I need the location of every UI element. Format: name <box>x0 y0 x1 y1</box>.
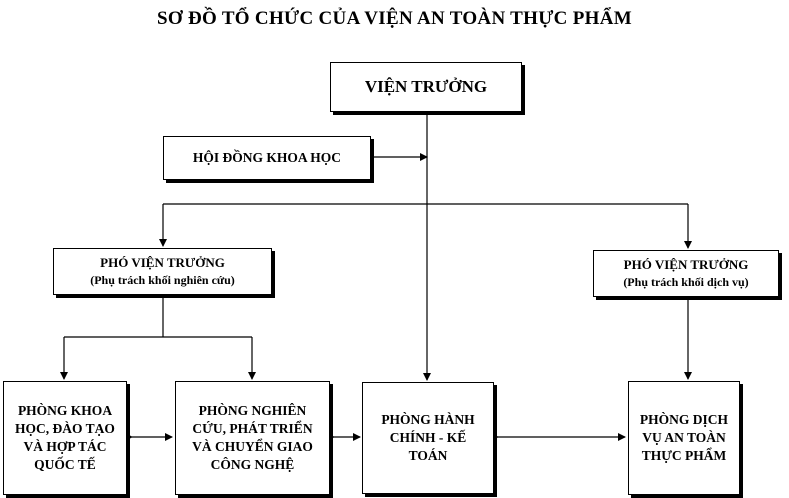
director-box: VIỆN TRƯỞNG <box>330 62 522 112</box>
diagram-title: SƠ ĐỒ TỔ CHỨC CỦA VIỆN AN TOÀN THỰC PHẨM <box>157 8 632 29</box>
vice-director-research-box: PHÓ VIỆN TRƯỞNG (Phụ trách khối nghiên c… <box>53 248 272 295</box>
dept-science-training-box: PHÒNG KHOA HỌC, ĐÀO TẠO VÀ HỢP TÁC QUỐC … <box>3 381 127 495</box>
vice-director-research-note: (Phụ trách khối nghiên cứu) <box>90 273 235 287</box>
vice-director-service-title: PHÓ VIỆN TRƯỞNG <box>623 257 749 272</box>
vice-director-research-title: PHÓ VIỆN TRƯỞNG <box>100 255 225 270</box>
dept-food-safety-service-box: PHÒNG DỊCH VỤ AN TOÀN THỰC PHẨM <box>628 381 740 495</box>
dept-food-safety-service-label: PHÒNG DỊCH VỤ AN TOÀN THỰC PHẨM <box>639 412 729 463</box>
science-council-box: HỘI ĐỒNG KHOA HỌC <box>163 136 371 180</box>
dept-science-training-label: PHÒNG KHOA HỌC, ĐÀO TẠO VÀ HỢP TÁC QUỐC … <box>15 403 115 472</box>
dept-admin-label: PHÒNG HÀNH CHÍNH - KẾ TOÁN <box>381 412 475 463</box>
vice-director-service-box: PHÓ VIỆN TRƯỞNG (Phụ trách khối dịch vụ) <box>593 250 779 297</box>
director-label: VIỆN TRƯỞNG <box>364 77 488 96</box>
science-council-label: HỘI ĐỒNG KHOA HỌC <box>192 150 342 165</box>
vice-director-service-note: (Phụ trách khối dịch vụ) <box>623 275 749 289</box>
dept-research-label: PHÒNG NGHIÊN CỨU, PHÁT TRIỂN VÀ CHUYỂN G… <box>192 403 313 472</box>
dept-research-box: PHÒNG NGHIÊN CỨU, PHÁT TRIỂN VÀ CHUYỂN G… <box>175 381 330 495</box>
dept-admin-box: PHÒNG HÀNH CHÍNH - KẾ TOÁN <box>362 382 494 494</box>
